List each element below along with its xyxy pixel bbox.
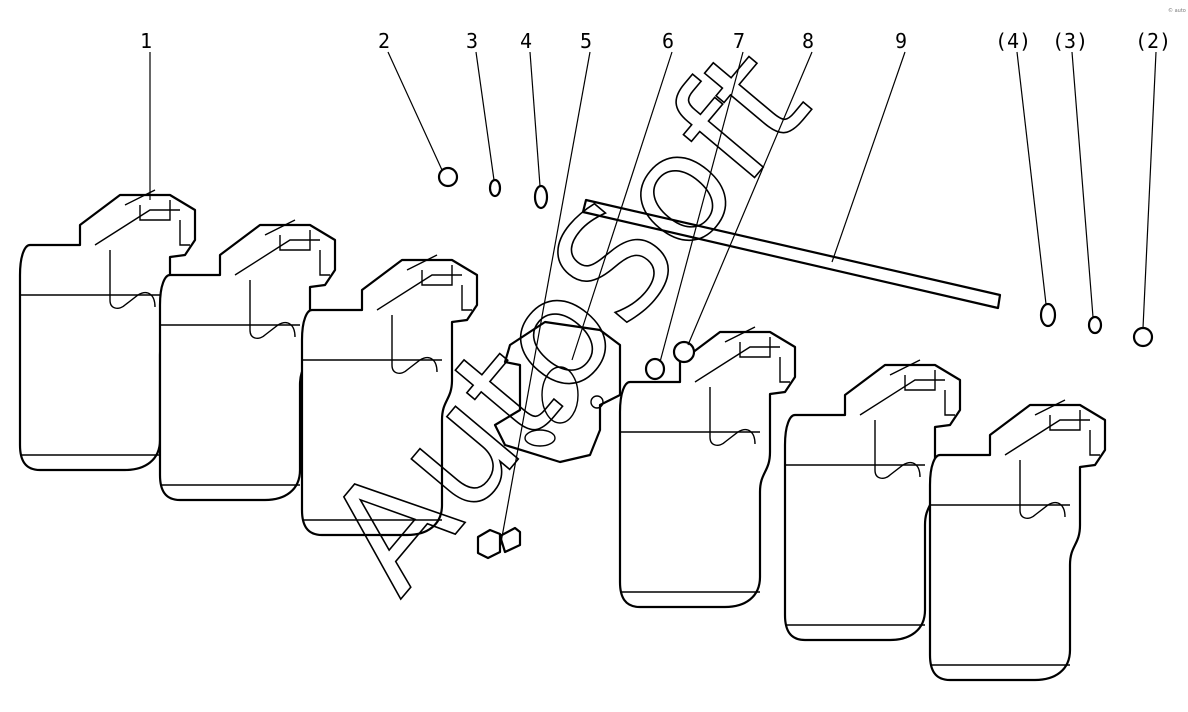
counterweight-6 [928, 398, 1107, 682]
leader-lines [149, 51, 1157, 549]
washer-4 [533, 184, 549, 210]
connecting-rod [581, 198, 1002, 310]
lock-washer-3-right [1087, 315, 1103, 335]
bolt [476, 526, 522, 560]
callout-6: 6 [662, 29, 674, 53]
lock-washer-3 [488, 178, 502, 198]
callout-3: 3 [466, 29, 478, 53]
callout-labels: 1 2 3 4 5 6 7 8 9 (4) (3) (2) [140, 29, 1171, 53]
nut-2-right [1132, 326, 1154, 348]
callout-5: 5 [580, 29, 592, 53]
callout-9: 9 [895, 29, 907, 53]
callout-2: 2 [378, 29, 390, 53]
callout-7: 7 [733, 29, 745, 53]
callout-1: 1 [140, 29, 152, 53]
callout-4-right: (4) [995, 29, 1031, 53]
callout-2-right: (2) [1135, 29, 1171, 53]
callout-3-right: (3) [1052, 29, 1088, 53]
nut-8 [672, 340, 696, 364]
mounting-bracket [493, 320, 622, 464]
callout-4: 4 [520, 29, 532, 53]
corner-watermark: © auto [1168, 7, 1186, 14]
nut-2 [437, 166, 459, 188]
washer-4-right [1039, 302, 1057, 328]
washer-7 [644, 357, 666, 381]
small-parts [437, 166, 1154, 381]
callout-8: 8 [802, 29, 814, 53]
